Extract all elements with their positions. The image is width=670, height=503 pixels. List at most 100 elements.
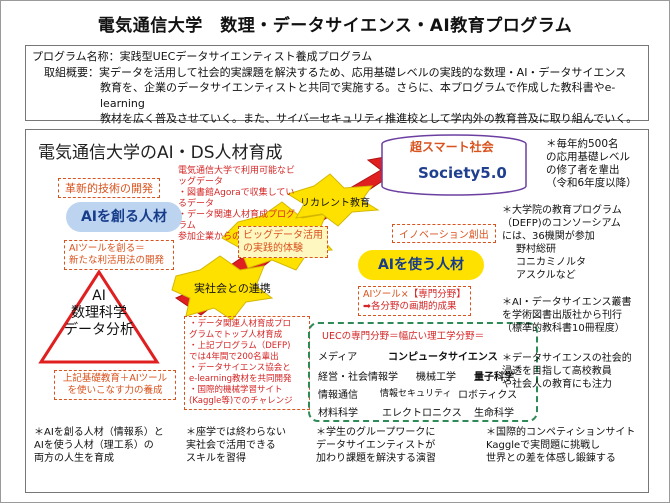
overview-line-3: 教材を広く普及させていく。また、サイバーセキュリティ推進校として学内外の教育普及… xyxy=(100,112,638,125)
bottom-note-2-line-2: 実社会で活用できる xyxy=(186,440,276,451)
social-link-label: 実社会との連携 xyxy=(194,282,271,295)
field-communication: 情報通信 xyxy=(318,390,358,401)
fields-title: UECの専門分野＝幅広い理工学分野＝ xyxy=(322,331,485,342)
note-consortium-line-6: アスクルなど xyxy=(516,270,576,281)
program-label: プログラム名称： xyxy=(32,50,120,63)
social-burst xyxy=(171,255,274,321)
bottom-note-3-line-1: ＊学生のグループワークに xyxy=(316,427,436,438)
fields-grid: UECの専門分野＝幅広い理工学分野＝ メディア コンピュータサイエンス 経営・社… xyxy=(310,324,536,420)
field-electronics: エレクトロニクス xyxy=(382,408,462,419)
super-smart-society: 超スマート社会 xyxy=(410,140,494,154)
bottom-note-3-line-3: 加わり課題を解決する演習 xyxy=(316,453,436,464)
note-graduates: ＊毎年約500名 の応用基礎レベル の修了者を輩出 （令和6年度以降） xyxy=(546,138,646,190)
note-textbooks-line-3: （標準的教科書10冊程度） xyxy=(502,323,625,334)
bottom-note-1-line-2: AIを使う人材（理工系）の xyxy=(34,440,154,451)
innovation-creation-label: イノベーション創出 xyxy=(392,224,496,243)
note-outreach-line-3: や社会人の教育にも注力 xyxy=(502,379,612,390)
note-consortium-line-5: コニカミノルタ xyxy=(516,257,586,268)
cylinder-body xyxy=(381,144,527,196)
fields-box: UECの専門分野＝幅広い理工学分野＝ メディア コンピュータサイエンス 経営・社… xyxy=(308,322,538,422)
base-line-2: を使いこなす力の養成 xyxy=(67,385,163,396)
base-line-1: 上記基礎教育＋AIツール xyxy=(62,373,168,384)
ai-tool-field-prefix: AIツール× xyxy=(363,289,409,300)
field-computer-science: コンピュータサイエンス xyxy=(388,352,498,363)
ai-users-bubble: AIを使う人材 xyxy=(358,250,484,280)
program-line-3: ・上記プログラム（DEFP) xyxy=(189,341,291,351)
note-graduates-line-3: の修了者を輩出 xyxy=(546,164,620,176)
note-consortium: ＊大学院の教育プログラム （DEFP)のコンソーシアム には、36機関が参加 野… xyxy=(502,204,646,282)
bottom-note-4-line-2: Kaggleで実問題に挑戦し xyxy=(486,440,601,451)
ai-tool-field-line-2: ➡各分野の画期的成果 xyxy=(363,301,457,312)
program-summary-box: プログラム名称： 実践型UECデータサイエンティスト養成プログラム 取組概要： … xyxy=(25,45,649,125)
ai-tool-new-usage-box: AIツールを創る＝ 新たな利活用法の開発 xyxy=(64,240,174,270)
note-outreach-line-2: 浸透を目指して高校教員 xyxy=(502,366,612,377)
recurrent-burst xyxy=(286,173,380,227)
field-security: 情報セキュリティ xyxy=(380,389,452,399)
field-management: 経営・社会情報学 xyxy=(318,372,398,383)
bigdata-practice-box: ビッグデータ活用 の実践的体験 xyxy=(238,226,328,258)
recurrent-education-label: リカレント教育 xyxy=(300,198,370,209)
field-materials: 材料科学 xyxy=(318,408,358,419)
program-line-8: (Kaggle等)でのチャレンジ xyxy=(189,396,293,406)
ai-tool-new-line-1: AIツールを創る＝ xyxy=(69,243,145,254)
note-outreach-line-1: ＊データサイエンスの社会的 xyxy=(502,353,632,364)
overview-line-1: 実データを活用して社会的実課題を解決するため、応用基礎レベルの実践的な数理・AI… xyxy=(99,65,627,79)
overview-label: 取組概要： xyxy=(44,65,99,79)
triangle-text: AI 数理科学 データ分析 xyxy=(41,288,157,339)
bottom-note-3: ＊学生のグループワークに データサイエンティストが 加わり課題を解決する演習 xyxy=(316,426,486,465)
diagram-heading: 電気通信大学のAI・DS人材育成 xyxy=(38,143,283,163)
bottom-note-1-line-3: 両方の人生を育成 xyxy=(34,453,114,464)
uec-data-line-1: 電気通信大学で利用可能なビッグデータ xyxy=(178,166,296,187)
bigdata-line-1: ビッグデータ活用 xyxy=(243,230,323,241)
program-line-4: では4年間で200名輩出 xyxy=(189,352,279,362)
bigdata-line-2: の実践的体験 xyxy=(243,243,303,254)
note-graduates-line-1: ＊毎年約500名 xyxy=(546,138,619,150)
bottom-note-1-line-1: ＊AIを創る人材（情報系）と xyxy=(34,427,164,438)
field-life-science: 生命科学 xyxy=(474,408,514,419)
note-textbooks: ＊AI・データサイエンス叢書 を学術図書出版社から刊行 （標準的教科書10冊程度… xyxy=(502,296,646,335)
bottom-note-4-line-1: ＊国際的コンペティションサイト xyxy=(486,427,636,438)
field-media: メディア xyxy=(318,352,358,363)
bottom-note-4: ＊国際的コンペティションサイト Kaggleで実問題に挑戦し 世界との差を体感し… xyxy=(486,426,646,465)
foundation-triangle xyxy=(38,269,160,364)
triangle-line-2: 数理科学 xyxy=(71,305,127,321)
program-line-1: ・データ関連人材育成プロ xyxy=(189,319,292,329)
uec-data-line-2: ・図書館Agoraで収集しているデータ xyxy=(178,188,295,209)
bottom-note-3-line-2: データサイエンティストが xyxy=(316,440,436,451)
ai-tool-field-bracket: 【専門分野】 xyxy=(408,289,466,300)
ai-creators-bubble: AIを創る人材 xyxy=(66,202,182,232)
triangle-line-3: データ分析 xyxy=(64,322,134,338)
bottom-note-2: ＊座学では終わらない 実社会で活用できる スキルを習得 xyxy=(186,426,306,465)
uec-data-line-3: ・データ関連人材育成プログラム xyxy=(178,210,296,231)
note-consortium-line-1: ＊大学院の教育プログラム xyxy=(502,205,622,216)
triangle-line-1: AI xyxy=(92,288,106,304)
note-textbooks-line-2: を学術図書出版社から刊行 xyxy=(502,310,622,321)
field-robotics: ロボティクス xyxy=(458,390,518,401)
program-line-2: グラムでトップ人材育成 xyxy=(189,330,283,340)
program-line-7: ・国際的機械学習サイト xyxy=(189,385,283,395)
field-mechanical: 機械工学 xyxy=(416,372,456,383)
overview-line-2: 教育を、企業のデータサイエンティストと共同で実施する。さらに、本プログラムで作成… xyxy=(100,81,616,110)
society-5-label: Society5.0 xyxy=(418,164,507,182)
diagram-panel: 電気通信大学のAI・DS人材育成 超スマート社会 Society5.0 革新的技… xyxy=(25,129,649,493)
base-education-box: 上記基礎教育＋AIツール を使いこなす力の養成 xyxy=(54,370,176,400)
page-title: 電気通信大学 数理・データサイエンス・AI教育プログラム xyxy=(97,16,573,36)
program-value: 実践型UECデータサイエンティスト養成プログラム xyxy=(119,50,373,63)
note-consortium-line-4: 野村総研 xyxy=(516,244,556,255)
programs-box: ・データ関連人材育成プロ グラムでトップ人材育成 ・上記プログラム（DEFP) … xyxy=(184,316,310,410)
note-consortium-line-2: （DEFP)のコンソーシアム xyxy=(502,218,621,229)
uec-bigdata-list: 電気通信大学で利用可能なビッグデータ ・図書館Agoraで収集しているデータ ・… xyxy=(178,166,298,243)
bottom-note-4-line-3: 世界との差を体感し鍛錬する xyxy=(486,453,616,464)
bottom-note-1: ＊AIを創る人材（情報系）と AIを使う人材（理工系）の 両方の人生を育成 xyxy=(34,426,184,465)
note-consortium-line-3: には、36機関が参加 xyxy=(502,231,595,242)
note-graduates-line-4: （令和6年度以降） xyxy=(546,177,637,189)
ai-tool-field-box: AIツール×【専門分野】 ➡各分野の画期的成果 xyxy=(358,286,471,316)
note-textbooks-line-1: ＊AI・データサイエンス叢書 xyxy=(502,297,632,308)
program-line-6: e-learning教材を共同開発 xyxy=(189,374,292,384)
program-line-5: ・データサイエンス協会と xyxy=(189,363,291,373)
field-quantum: 量子科学 xyxy=(474,372,514,383)
uec-data-line-4: 参加企業からの提供データ xyxy=(178,232,287,242)
bottom-note-2-line-3: スキルを習得 xyxy=(186,453,246,464)
note-outreach: ＊データサイエンスの社会的 浸透を目指して高校教員 や社会人の教育にも注力 xyxy=(502,352,646,391)
